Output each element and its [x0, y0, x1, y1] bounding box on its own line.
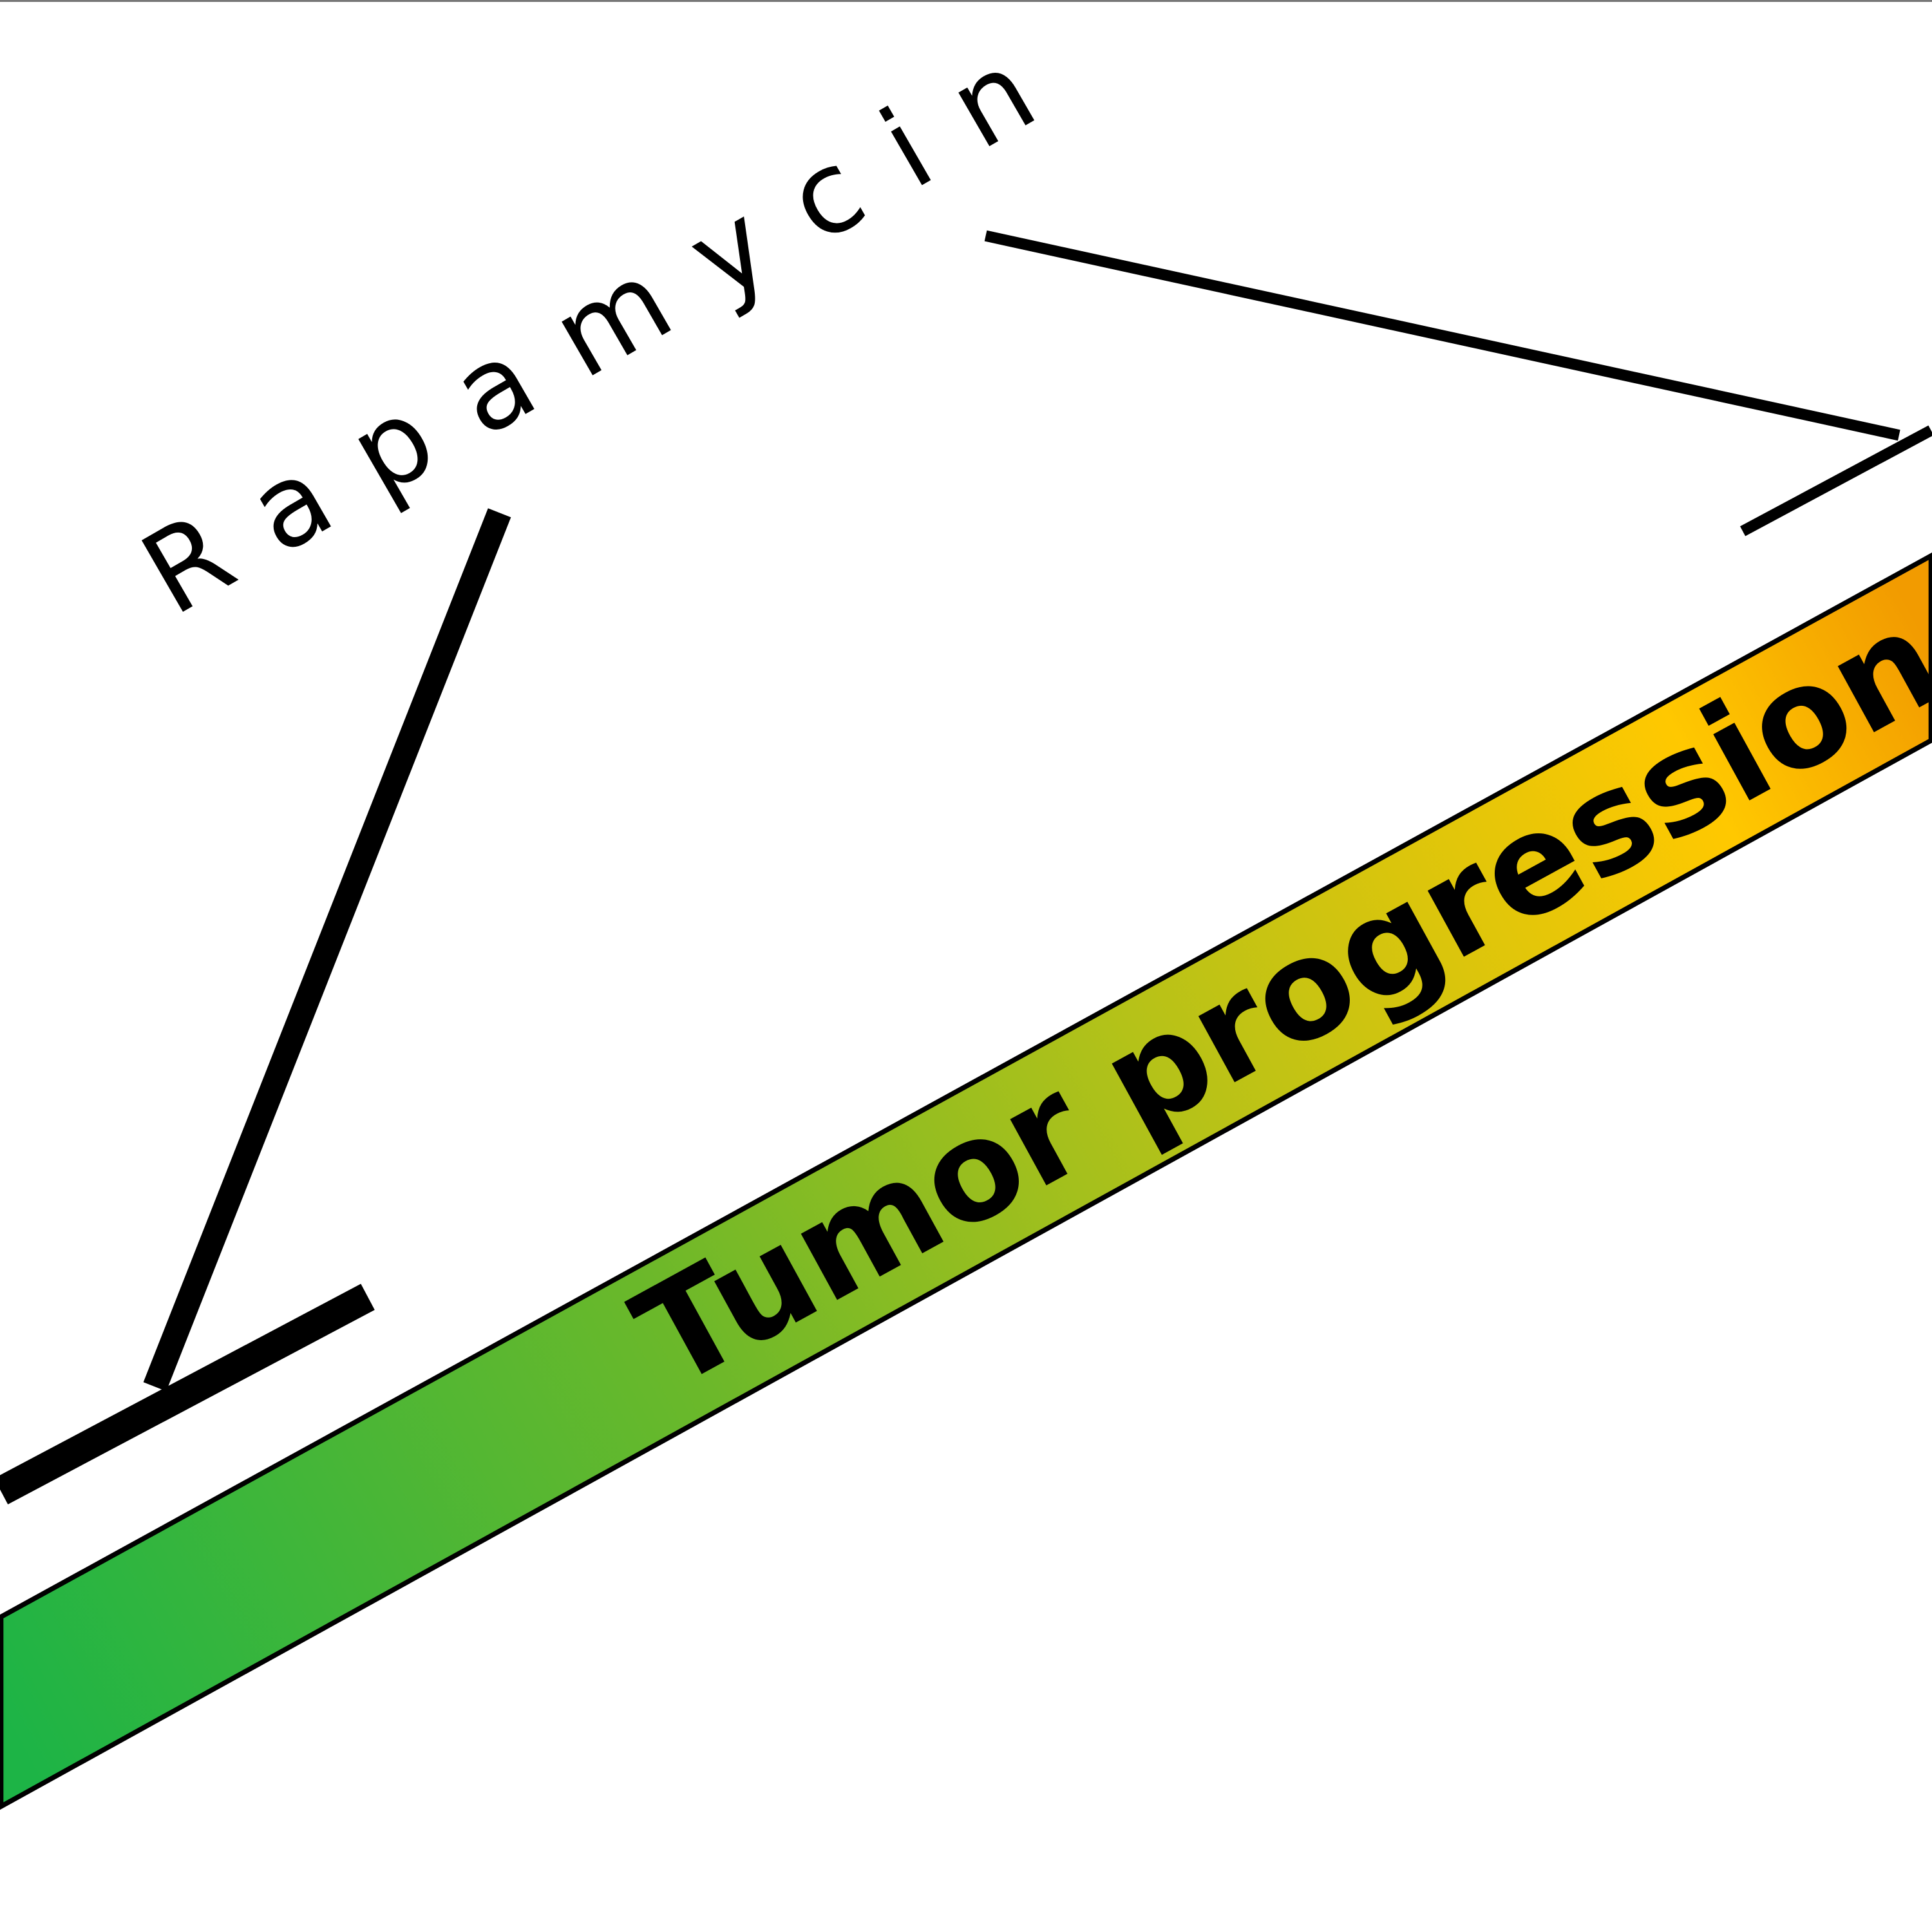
tumor-progression-band: [0, 552, 1932, 1810]
tumor-progression-label: Tumor progression: [611, 579, 1932, 1419]
rapamycin-label: Rapamycin: [121, 2, 1097, 641]
inhibition-arrow-early: [0, 508, 511, 1505]
inhibition-arrow-late: [984, 230, 1932, 536]
